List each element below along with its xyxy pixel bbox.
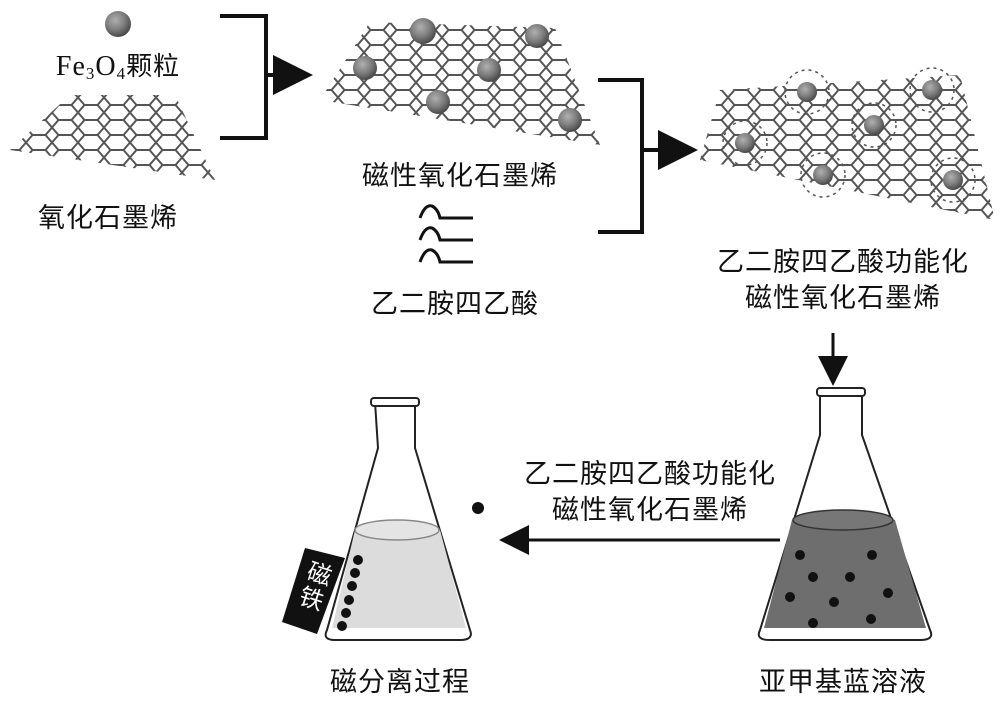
legend-label-line1: 乙二胺四乙酸功能化: [524, 459, 776, 490]
magnetic-go-label: 磁性氧化石墨烯: [362, 161, 558, 192]
edta-label: 乙二胺四乙酸: [371, 289, 539, 320]
methylene-blue-label: 亚甲基蓝溶液: [759, 667, 927, 698]
edta-mgo-legend-dot-icon: [472, 502, 484, 514]
magnetic-separation-flask-icon: [324, 397, 472, 641]
edta-mgo-label-line2: 磁性氧化石墨烯: [745, 283, 941, 314]
methylene-blue-flask-icon: [757, 387, 933, 641]
magnetic-go-sheet-icon: [320, 18, 600, 145]
fe3o4-particle-icon: [105, 11, 131, 37]
magnet-block: [282, 548, 345, 634]
graphene-oxide-label: 氧化石墨烯: [38, 203, 178, 234]
edta-mgo-label-line1: 乙二胺四乙酸功能化: [717, 247, 969, 278]
graphene-oxide-sheet-icon: [10, 95, 215, 180]
edta-mgo-sheet-icon: [700, 67, 995, 220]
bracket-1: [220, 14, 313, 140]
edta-molecule-icon: [418, 204, 473, 264]
legend-label-line2: 磁性氧化石墨烯: [552, 495, 748, 526]
magnetic-separation-label: 磁分离过程: [330, 667, 470, 698]
fe3o4-label: Fe3O4颗粒: [55, 51, 181, 83]
bracket-2: [598, 78, 698, 234]
